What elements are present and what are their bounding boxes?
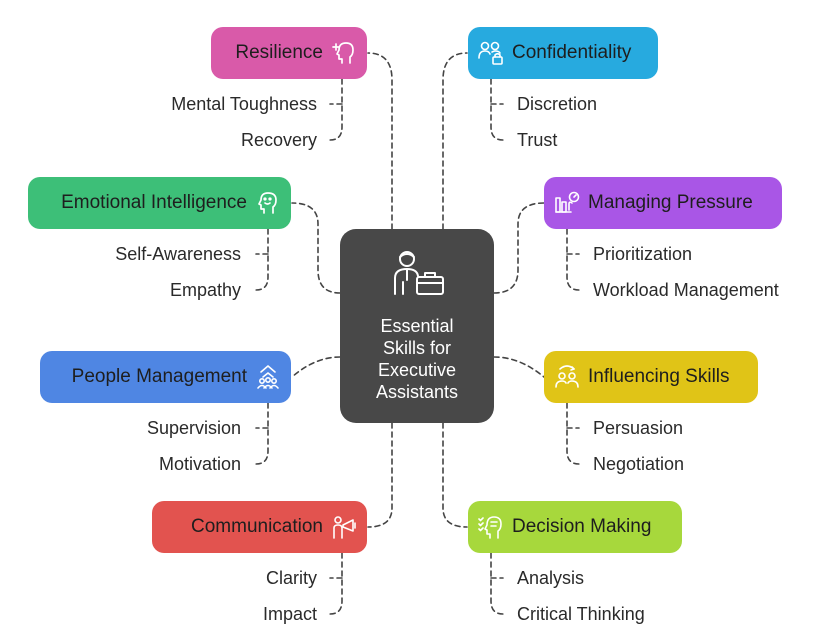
node-label: Managing Pressure [588,192,753,213]
sub-recovery: Recovery [240,130,317,150]
node-people-management[interactable]: People Management [40,351,291,403]
people-circle-icon [554,364,580,390]
node-resilience[interactable]: Resilience [211,27,367,79]
node-influencing-skills[interactable]: Influencing Skills [544,351,758,403]
sub-critical-thinking: Critical Thinking [517,604,645,624]
node-label: Resilience [235,42,323,63]
connector-decision-making [442,422,468,528]
sub-connector-emotional-intelligence [255,228,269,291]
sub-connector-confidentiality [490,78,504,141]
users-lock-icon [478,40,504,66]
sub-connector-people-management [255,402,269,465]
connector-resilience [367,52,393,230]
sub-trust: Trust [517,130,558,150]
sub-empathy: Empathy [169,280,241,300]
connector-influencing-skills [493,356,545,378]
sub-persuasion: Persuasion [593,418,684,438]
node-label: Influencing Skills [588,366,730,387]
connector-communication [367,422,393,528]
node-label: People Management [71,366,247,387]
checklist-head-icon [478,514,504,540]
assistant-briefcase-icon [387,250,447,309]
node-confidentiality[interactable]: Confidentiality [468,27,658,79]
node-label: Communication [191,516,323,537]
center-title: Essential Skills for Executive Assistant… [375,315,459,402]
node-label: Confidentiality [512,42,632,63]
megaphone-person-icon [331,514,357,540]
sub-mental-toughness: Mental Toughness [171,94,317,114]
sub-negotiation: Negotiation [593,454,685,474]
node-label: Decision Making [512,516,652,537]
connector-emotional-intelligence [291,202,341,294]
sub-self-awareness: Self-Awareness [115,244,241,264]
smiling-head-icon [255,190,281,216]
sub-impact: Impact [262,604,317,624]
sub-clarity: Clarity [265,568,317,588]
sub-prioritization: Prioritization [593,244,693,264]
node-managing-pressure[interactable]: Managing Pressure [544,177,782,229]
sub-supervision: Supervision [146,418,241,438]
sub-connector-decision-making [490,552,504,615]
connector-managing-pressure [493,202,545,294]
sub-connector-resilience [329,78,343,141]
team-hierarchy-icon [255,364,281,390]
connector-confidentiality [442,52,468,230]
sub-analysis: Analysis [517,568,585,588]
sub-connector-managing-pressure [566,228,580,291]
sub-connector-communication [329,552,343,615]
sub-connector-influencing-skills [566,402,580,465]
sub-workload-management: Workload Management [593,280,779,300]
node-emotional-intelligence[interactable]: Emotional Intelligence [28,177,291,229]
brain-plus-icon [331,40,357,66]
pressure-gauge-icon [554,190,580,216]
node-decision-making[interactable]: Decision Making [468,501,682,553]
node-communication[interactable]: Communication [152,501,367,553]
center-topic: Essential Skills for Executive Assistant… [340,229,494,423]
node-label: Emotional Intelligence [61,192,247,213]
sub-discretion: Discretion [517,94,598,114]
connector-people-management [291,356,341,378]
sub-motivation: Motivation [158,454,241,474]
